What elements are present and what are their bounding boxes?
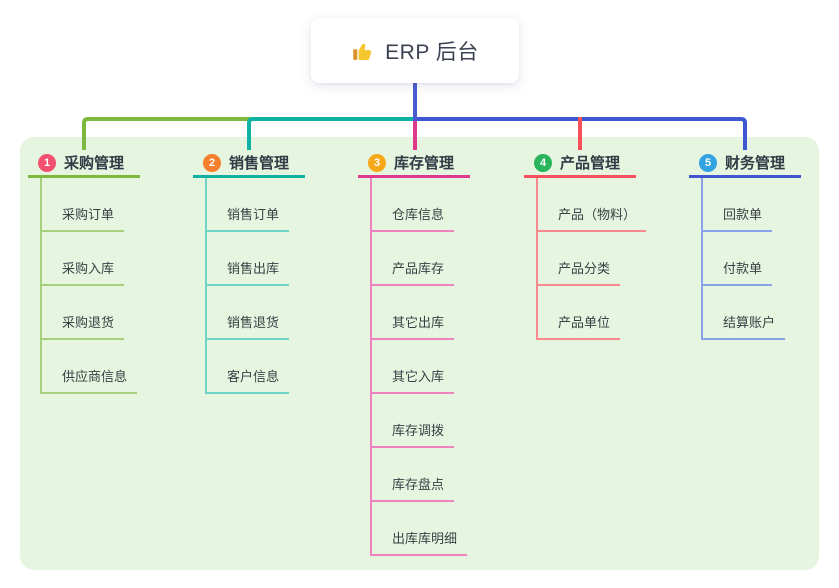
child-node[interactable]: 产品（物料） bbox=[538, 204, 647, 232]
child-node-row: 产品分类 bbox=[538, 232, 636, 286]
thumbs-up-icon bbox=[353, 43, 372, 60]
child-node[interactable]: 销售出库 bbox=[207, 258, 290, 286]
child-node-row: 回款单 bbox=[703, 178, 801, 232]
branch-1: 1 采购管理采购订单采购入库采购退货供应商信息 bbox=[28, 150, 140, 394]
child-node-row: 付款单 bbox=[703, 232, 801, 286]
branch-topic-label: 销售管理 bbox=[229, 155, 290, 172]
branch-number-badge: 4 bbox=[534, 153, 552, 172]
child-node-row: 采购入库 bbox=[42, 232, 140, 286]
branch-topic[interactable]: 5 财务管理 bbox=[689, 150, 801, 178]
child-node[interactable]: 销售退货 bbox=[207, 312, 290, 340]
branch-children: 仓库信息产品库存其它出库其它入库库存调拨库存盘点出库库明细 bbox=[370, 178, 470, 556]
branch-topic[interactable]: 4 产品管理 bbox=[524, 150, 636, 178]
branch-topic[interactable]: 3 库存管理 bbox=[358, 150, 470, 178]
branch-2: 2 销售管理销售订单销售出库销售退货客户信息 bbox=[193, 150, 305, 394]
child-node[interactable]: 产品单位 bbox=[538, 312, 621, 340]
branch-children: 销售订单销售出库销售退货客户信息 bbox=[205, 178, 305, 394]
child-node[interactable]: 仓库信息 bbox=[372, 204, 455, 232]
root-node[interactable]: ERP 后台 bbox=[311, 18, 519, 83]
branch-number-badge: 1 bbox=[38, 153, 56, 172]
branch-number-badge: 5 bbox=[699, 153, 717, 172]
branch-number-badge: 2 bbox=[203, 153, 221, 172]
child-node[interactable]: 其它出库 bbox=[372, 312, 455, 340]
child-node-row: 库存盘点 bbox=[372, 448, 470, 502]
child-node[interactable]: 产品分类 bbox=[538, 258, 621, 286]
child-node-row: 销售订单 bbox=[207, 178, 305, 232]
branch-4: 4 产品管理产品（物料） 产品分类产品单位 bbox=[524, 150, 647, 340]
child-node[interactable]: 采购退货 bbox=[42, 312, 125, 340]
child-node-row: 其它入库 bbox=[372, 340, 470, 394]
child-node[interactable]: 付款单 bbox=[703, 258, 773, 286]
branch-children: 回款单付款单结算账户 bbox=[701, 178, 801, 340]
child-node-row: 供应商信息 bbox=[42, 340, 140, 394]
branch-3: 3 库存管理仓库信息产品库存其它出库其它入库库存调拨库存盘点出库库明细 bbox=[358, 150, 470, 556]
child-node[interactable]: 供应商信息 bbox=[42, 366, 138, 394]
branch-children: 采购订单采购入库采购退货供应商信息 bbox=[40, 178, 140, 394]
branches-panel bbox=[20, 137, 819, 570]
branch-topic-label: 财务管理 bbox=[725, 155, 786, 172]
child-node-row: 采购订单 bbox=[42, 178, 140, 232]
child-node[interactable]: 出库库明细 bbox=[372, 528, 468, 556]
child-node[interactable]: 其它入库 bbox=[372, 366, 455, 394]
child-node[interactable]: 客户信息 bbox=[207, 366, 290, 394]
branch-topic-label: 产品管理 bbox=[560, 155, 621, 172]
child-node[interactable]: 产品库存 bbox=[372, 258, 455, 286]
child-node-row: 采购退货 bbox=[42, 286, 140, 340]
child-node-row: 产品（物料） bbox=[538, 178, 647, 232]
child-node-row: 产品单位 bbox=[538, 286, 636, 340]
child-node-row: 销售退货 bbox=[207, 286, 305, 340]
child-node[interactable]: 结算账户 bbox=[703, 312, 786, 340]
branch-5: 5 财务管理回款单付款单结算账户 bbox=[689, 150, 801, 340]
child-node-row: 库存调拨 bbox=[372, 394, 470, 448]
child-node-row: 结算账户 bbox=[703, 286, 801, 340]
child-node-row: 仓库信息 bbox=[372, 178, 470, 232]
child-node[interactable]: 销售订单 bbox=[207, 204, 290, 232]
child-node-row: 其它出库 bbox=[372, 286, 470, 340]
child-node[interactable]: 库存盘点 bbox=[372, 474, 455, 502]
branch-topic-label: 采购管理 bbox=[64, 155, 125, 172]
branch-topic[interactable]: 1 采购管理 bbox=[28, 150, 140, 178]
child-node[interactable]: 采购入库 bbox=[42, 258, 125, 286]
child-node[interactable]: 回款单 bbox=[703, 204, 773, 232]
child-node[interactable]: 采购订单 bbox=[42, 204, 125, 232]
branch-children: 产品（物料） 产品分类产品单位 bbox=[536, 178, 647, 340]
child-node[interactable]: 库存调拨 bbox=[372, 420, 455, 448]
child-node-row: 销售出库 bbox=[207, 232, 305, 286]
branch-topic[interactable]: 2 销售管理 bbox=[193, 150, 305, 178]
child-node-row: 出库库明细 bbox=[372, 502, 470, 556]
branch-topic-label: 库存管理 bbox=[394, 155, 455, 172]
child-node-row: 客户信息 bbox=[207, 340, 305, 394]
branch-number-badge: 3 bbox=[368, 153, 386, 172]
root-title: ERP 后台 bbox=[385, 40, 479, 64]
child-node-row: 产品库存 bbox=[372, 232, 470, 286]
